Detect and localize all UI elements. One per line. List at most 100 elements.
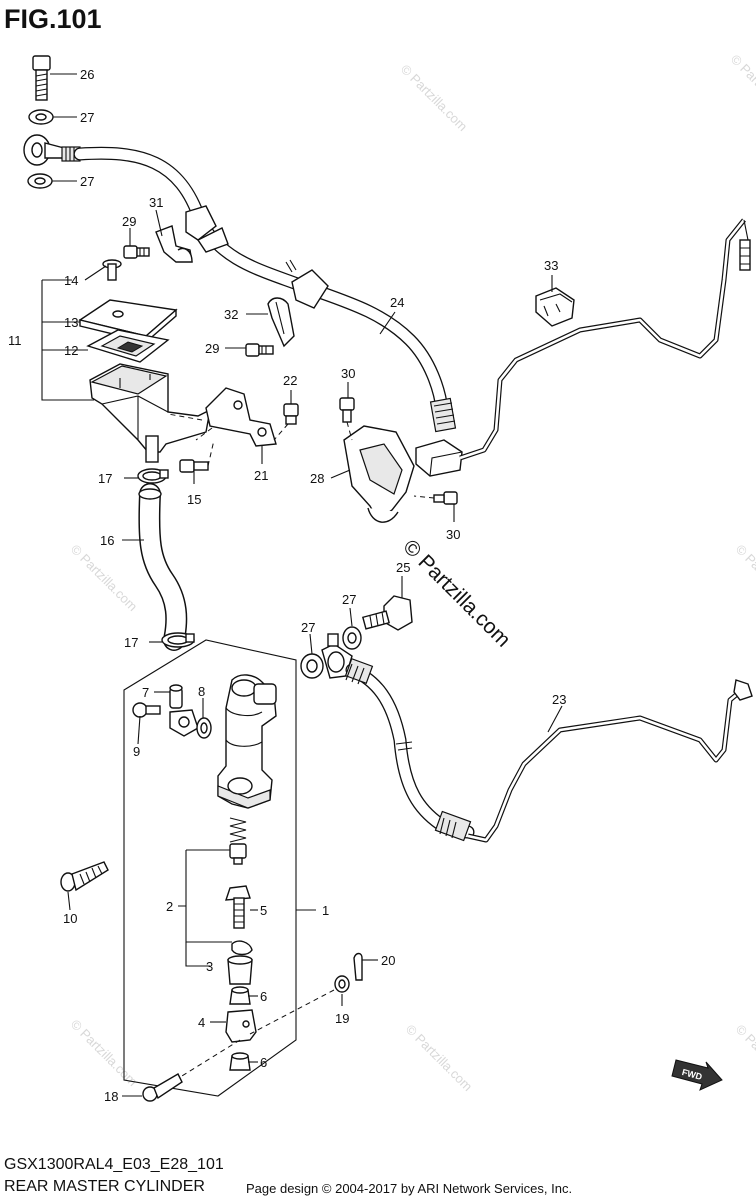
callout-1: 1 [322, 903, 329, 918]
nut-6-upper [229, 986, 251, 1005]
callout-32: 32 [224, 307, 238, 322]
boot-3 [227, 955, 253, 985]
hose-grommet-1 [185, 205, 229, 253]
callout-3: 3 [206, 959, 213, 974]
bolt-25 [361, 595, 413, 631]
piston-2 [229, 843, 247, 865]
clamp-32 [267, 297, 295, 348]
connector-7 [169, 709, 199, 737]
washer-27-mid [27, 173, 53, 189]
clamp-31 [155, 225, 193, 263]
callout-31: 31 [149, 195, 163, 210]
callout-17-lower: 17 [124, 635, 138, 650]
callout-13: 13 [64, 315, 78, 330]
pushrod-7 [169, 684, 183, 709]
callout-11: 11 [8, 333, 22, 348]
callout-27-mid: 27 [80, 174, 94, 189]
brake-pipe-upper [459, 218, 751, 461]
callout-27-top: 27 [80, 110, 94, 125]
bolt-29-upper [123, 245, 150, 259]
callout-24: 24 [390, 295, 404, 310]
callout-17-upper: 17 [98, 471, 112, 486]
banjo-fitting-top [23, 134, 81, 166]
bolt-10 [60, 861, 109, 892]
callout-15: 15 [187, 492, 201, 507]
watermark-6: © Partzilla.com [68, 1017, 141, 1090]
master-cylinder-box-1 [123, 639, 297, 1097]
callout-7: 7 [142, 685, 149, 700]
master-cylinder-body [217, 674, 277, 809]
hose-clip-17-upper [137, 468, 169, 484]
reservoir-body [89, 363, 211, 463]
pin-18 [142, 1073, 183, 1102]
watermark-7: © Partzilla.com [733, 1022, 756, 1095]
screw-14 [102, 259, 122, 281]
diaphragm-12 [86, 329, 170, 363]
watermark-1: © Partzilla.com [398, 62, 471, 135]
watermark-4: © Partzilla.com [733, 542, 756, 615]
bolt-22 [273, 403, 299, 441]
bracket-21 [167, 387, 277, 447]
hose-grommet-2 [291, 269, 329, 309]
callout-16: 16 [100, 533, 114, 548]
nut-6-lower [229, 1052, 251, 1071]
callout-2: 2 [166, 899, 173, 914]
banjo-fitting-lower [321, 633, 353, 679]
figure-caption: REAR MASTER CYLINDER [4, 1178, 205, 1195]
brake-hose-24 [73, 146, 457, 433]
bolt-26 [32, 55, 51, 101]
callout-8: 8 [198, 684, 205, 699]
callout-12: 12 [64, 343, 78, 358]
clevis-4 [155, 1009, 257, 1093]
washer-27-top [28, 109, 54, 125]
screw-9 [132, 702, 161, 718]
callout-27-lower-right: 27 [342, 592, 356, 607]
callout-4: 4 [198, 1015, 205, 1030]
bolt-30-lower [413, 491, 458, 505]
bolt-15 [179, 439, 215, 473]
callout-18: 18 [104, 1089, 118, 1104]
callout-25: 25 [396, 560, 410, 575]
callout-26: 26 [80, 67, 94, 82]
brake-hose-lower [344, 658, 475, 842]
callout-30-lower: 30 [446, 527, 460, 542]
callout-5: 5 [260, 903, 267, 918]
callout-9: 9 [133, 744, 140, 759]
bolt-30-upper [339, 397, 355, 441]
callout-22: 22 [283, 373, 297, 388]
bolt-29-lower [245, 343, 274, 357]
brake-pipe-23 [467, 679, 753, 843]
model-code: GSX1300RAL4_E03_E28_101 [4, 1156, 224, 1173]
callout-21: 21 [254, 468, 268, 483]
clamp-33 [535, 287, 575, 327]
callout-30-upper: 30 [341, 366, 355, 381]
pushrod-5 [225, 885, 251, 929]
callout-29-lower: 29 [205, 341, 219, 356]
circlip [231, 940, 253, 956]
cotter-pin-20 [353, 952, 363, 981]
callout-19: 19 [335, 1011, 349, 1026]
callout-6-lower: 6 [260, 1055, 267, 1070]
callout-14: 14 [64, 273, 78, 288]
reservoir-hose-16 [138, 483, 188, 651]
callout-6-upper: 6 [260, 989, 267, 1004]
callout-23: 23 [552, 692, 566, 707]
callout-27-lower-left: 27 [301, 620, 315, 635]
callout-10: 10 [63, 911, 77, 926]
callout-labels: 26 27 27 31 29 14 13 12 11 32 29 22 21 1… [8, 67, 566, 1104]
callout-33: 33 [544, 258, 558, 273]
callout-29-upper: 29 [122, 214, 136, 229]
callout-28: 28 [310, 471, 324, 486]
watermark-center: © Partzilla.com [398, 535, 514, 651]
o-ring-8 [196, 717, 212, 739]
watermark-2: © Partzilla.com [728, 52, 756, 125]
bracket-28 [343, 425, 463, 523]
watermark-3: © Partzilla.com [68, 542, 141, 615]
hose-clip-17-lower [161, 632, 195, 648]
copyright-notice: Page design © 2004-2017 by ARI Network S… [246, 1181, 573, 1196]
leader-lines [41, 73, 563, 1097]
washer-19 [249, 975, 350, 1035]
callout-20: 20 [381, 953, 395, 968]
